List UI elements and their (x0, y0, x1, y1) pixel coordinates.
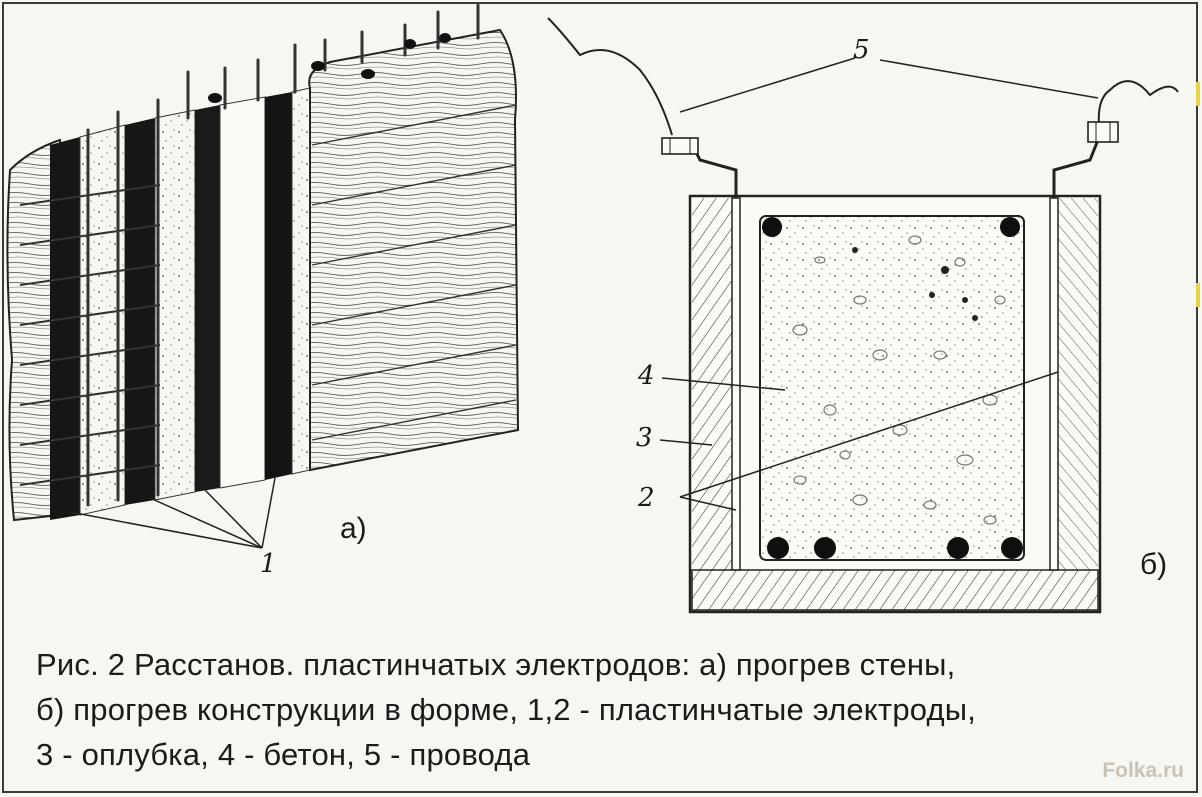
dark-aggregate (852, 247, 978, 321)
electrode-plate-right (1049, 197, 1059, 571)
formwork-planks (308, 28, 520, 472)
callout-1: 1 (260, 549, 277, 579)
wire-right (1097, 80, 1179, 136)
callout-leaders-b (659, 371, 1059, 511)
terminal-right (1087, 121, 1119, 143)
figure-caption: Рис. 2 Расстанов. пластинчатых электродо… (36, 642, 1186, 777)
caption-line-1: Рис. 2 Расстанов. пластинчатых электродо… (36, 647, 956, 682)
rebar-ends (208, 33, 451, 103)
callout-4: 4 (637, 361, 655, 391)
label-a: а) (340, 512, 367, 545)
electrode-lead-right (1052, 139, 1100, 198)
callout-3: 3 (636, 423, 653, 453)
electrode-plate (50, 137, 80, 520)
wall-left-edge (6, 138, 61, 522)
wall-heating-figure-a: 1 а) (6, 3, 520, 579)
electrode-plate-left (731, 197, 741, 571)
rebar-vertical (86, 3, 480, 507)
watermark: Folka.ru (1102, 759, 1184, 782)
callout-5: 5 (853, 35, 870, 65)
terminal-left (661, 137, 699, 155)
callout-5-leaders (679, 57, 1099, 113)
formwork-right-wall (1058, 198, 1098, 570)
electrode-plate (195, 105, 220, 492)
caption-line-2: б) прогрев конструкции в форме, 1,2 - пл… (36, 692, 977, 727)
concrete-layer (154, 109, 196, 501)
plank-joints (311, 104, 517, 441)
caption-line-3: 3 - оплубка, 4 - бетон, 5 - провода (36, 737, 531, 772)
edge-mark (1196, 82, 1200, 106)
wire-left (547, 17, 673, 136)
callout-2: 2 (637, 483, 655, 513)
technical-drawing: 1 а) 5 (6, 3, 1179, 614)
form-heating-figure-b: 5 (547, 17, 1179, 614)
concrete-body (759, 215, 1025, 561)
concrete-layer (219, 96, 266, 489)
electrode-plate (125, 118, 155, 505)
edge-mark (1196, 283, 1200, 307)
concrete-layer (291, 87, 311, 475)
rebar-horizontal (19, 184, 161, 486)
rebar-sections (762, 217, 1023, 559)
label-b: б) (1140, 548, 1167, 581)
electrode-plate (265, 92, 292, 480)
formwork-bottom (691, 569, 1099, 611)
callout-1-leaders (69, 477, 276, 549)
